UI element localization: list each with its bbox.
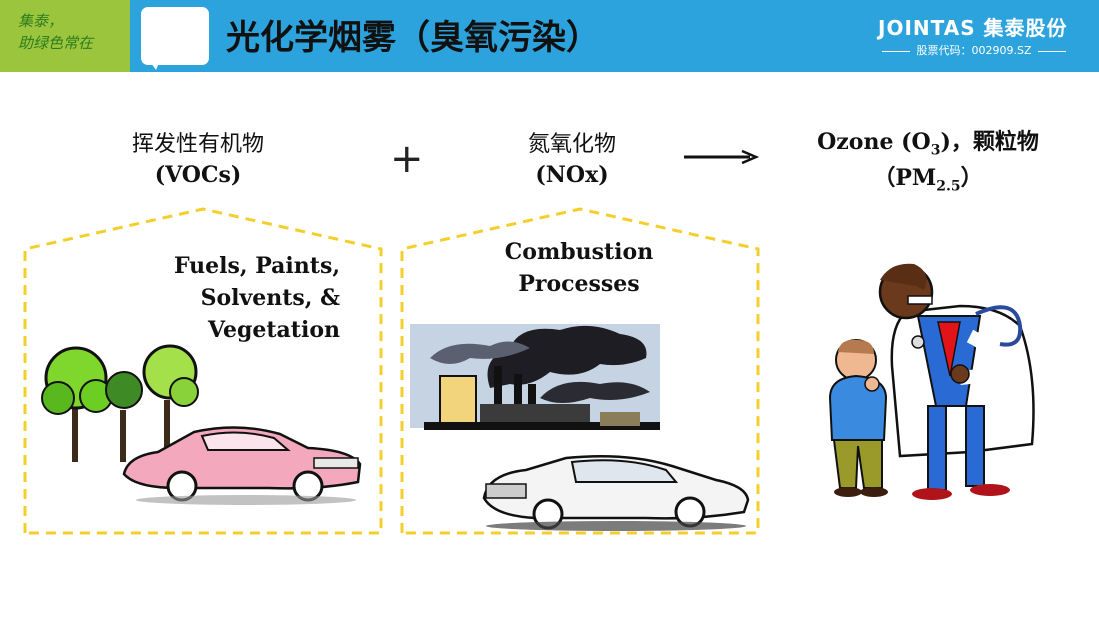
nox-caption-line: Processes bbox=[518, 271, 640, 297]
nox-label-en: (NOx) bbox=[535, 162, 609, 188]
result-line1: Ozone (O3)，颗粒物 bbox=[800, 124, 1056, 158]
voc-caption-line: Vegetation bbox=[207, 317, 340, 343]
voc-label-cn: 挥发性有机物 bbox=[131, 132, 264, 157]
slogan-text: 集泰， 助绿色常在 bbox=[18, 12, 94, 52]
voc-caption-line: Fuels, Paints, bbox=[173, 253, 340, 279]
voc-caption: Fuels, Paints, Solvents, & Vegetation bbox=[170, 250, 340, 346]
result-label: Ozone (O3)，颗粒物 （PM2.5） bbox=[800, 124, 1056, 195]
right-arrow-icon bbox=[684, 150, 760, 164]
result-pm-sub: 2.5 bbox=[936, 178, 961, 195]
page-title: 光化学烟雾（臭氧污染） bbox=[226, 18, 600, 58]
voc-label: 挥发性有机物 (VOCs) bbox=[108, 126, 288, 188]
stock-code: 股票代码：002909.SZ bbox=[876, 42, 1072, 58]
result-pm-prefix: （PM bbox=[873, 165, 937, 192]
white-car-icon bbox=[482, 454, 750, 531]
nox-caption: Combustion Processes bbox=[500, 236, 658, 300]
voc-source-box bbox=[23, 207, 383, 535]
speech-bubble-tail bbox=[146, 56, 162, 70]
factory-smoke-icon bbox=[410, 324, 660, 430]
nox-label: 氮氧化物 (NOx) bbox=[492, 126, 652, 188]
result-ozone: Ozone (O bbox=[817, 129, 931, 155]
slogan-panel: 集泰， 助绿色常在 bbox=[0, 0, 130, 72]
result-ozone-sub: 3 bbox=[930, 142, 941, 159]
nox-caption-line: Combustion bbox=[504, 239, 654, 265]
trees-icon bbox=[41, 344, 199, 462]
pink-car-icon bbox=[122, 426, 362, 505]
nox-source-box bbox=[400, 207, 760, 535]
plus-sign: + bbox=[390, 136, 424, 182]
result-pm-suffix: ） bbox=[960, 165, 983, 192]
voc-caption-line: Solvents, & bbox=[200, 285, 340, 311]
title-panel bbox=[130, 0, 1099, 72]
header-bar: 集泰， 助绿色常在 光化学烟雾（臭氧污染） JOINTAS 集泰股份 股票代码：… bbox=[0, 0, 1099, 72]
voc-label-en: (VOCs) bbox=[154, 162, 242, 188]
doctor-child-icon bbox=[828, 263, 1035, 500]
result-particles: )，颗粒物 bbox=[940, 129, 1039, 155]
company-logo: JOINTAS 集泰股份 bbox=[878, 16, 1068, 40]
result-line2: （PM2.5） bbox=[800, 160, 1056, 194]
nox-label-cn: 氮氧化物 bbox=[527, 132, 616, 157]
